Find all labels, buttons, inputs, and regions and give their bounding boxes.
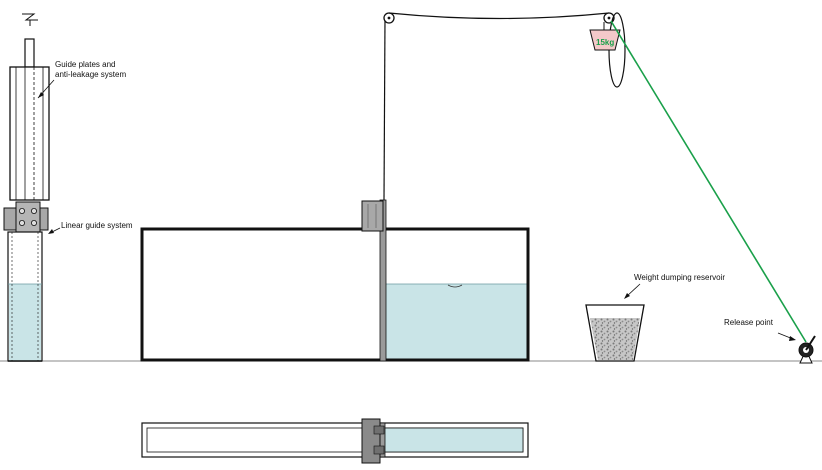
overhead-rope [388, 12, 610, 20]
weight-mass-label: 15kg [596, 38, 614, 47]
tank-side-view [140, 199, 530, 362]
plan-tank-water [383, 427, 524, 453]
tank-outline [140, 227, 530, 362]
cylinder-water [9, 284, 41, 361]
rope-pulley-system: 15kg [383, 12, 807, 343]
linear-guide-annotation: Linear guide system [48, 221, 133, 234]
gate-plate [379, 199, 387, 362]
gate-clamp [361, 200, 384, 232]
reservoir-bucket [585, 304, 645, 362]
release-rope [610, 20, 807, 343]
guide-plates-label-line1: Guide plates and [55, 60, 116, 69]
weight-block [589, 29, 621, 51]
plan-gate-clamp [361, 418, 381, 464]
release-point: Release point [724, 318, 816, 364]
tank-plan-view [141, 418, 529, 464]
vertical-guide-column [3, 13, 50, 362]
tank-water [385, 284, 528, 360]
gate-rope [383, 17, 386, 201]
release-point-label: Release point [724, 318, 774, 327]
break-symbol [22, 13, 38, 21]
weight-dumping-label: Weight dumping reservoir [634, 273, 725, 282]
guide-housing [9, 66, 50, 201]
reservoir-gravel [590, 318, 640, 360]
guide-plates-label-line2: anti-leakage system [55, 70, 126, 79]
weight-dumping-reservoir: Weight dumping reservoir [585, 273, 725, 362]
linear-guide-label: Linear guide system [61, 221, 133, 230]
guide-plates-annotation: Guide plates and anti-leakage system [37, 60, 126, 99]
guide-rod [24, 38, 35, 68]
